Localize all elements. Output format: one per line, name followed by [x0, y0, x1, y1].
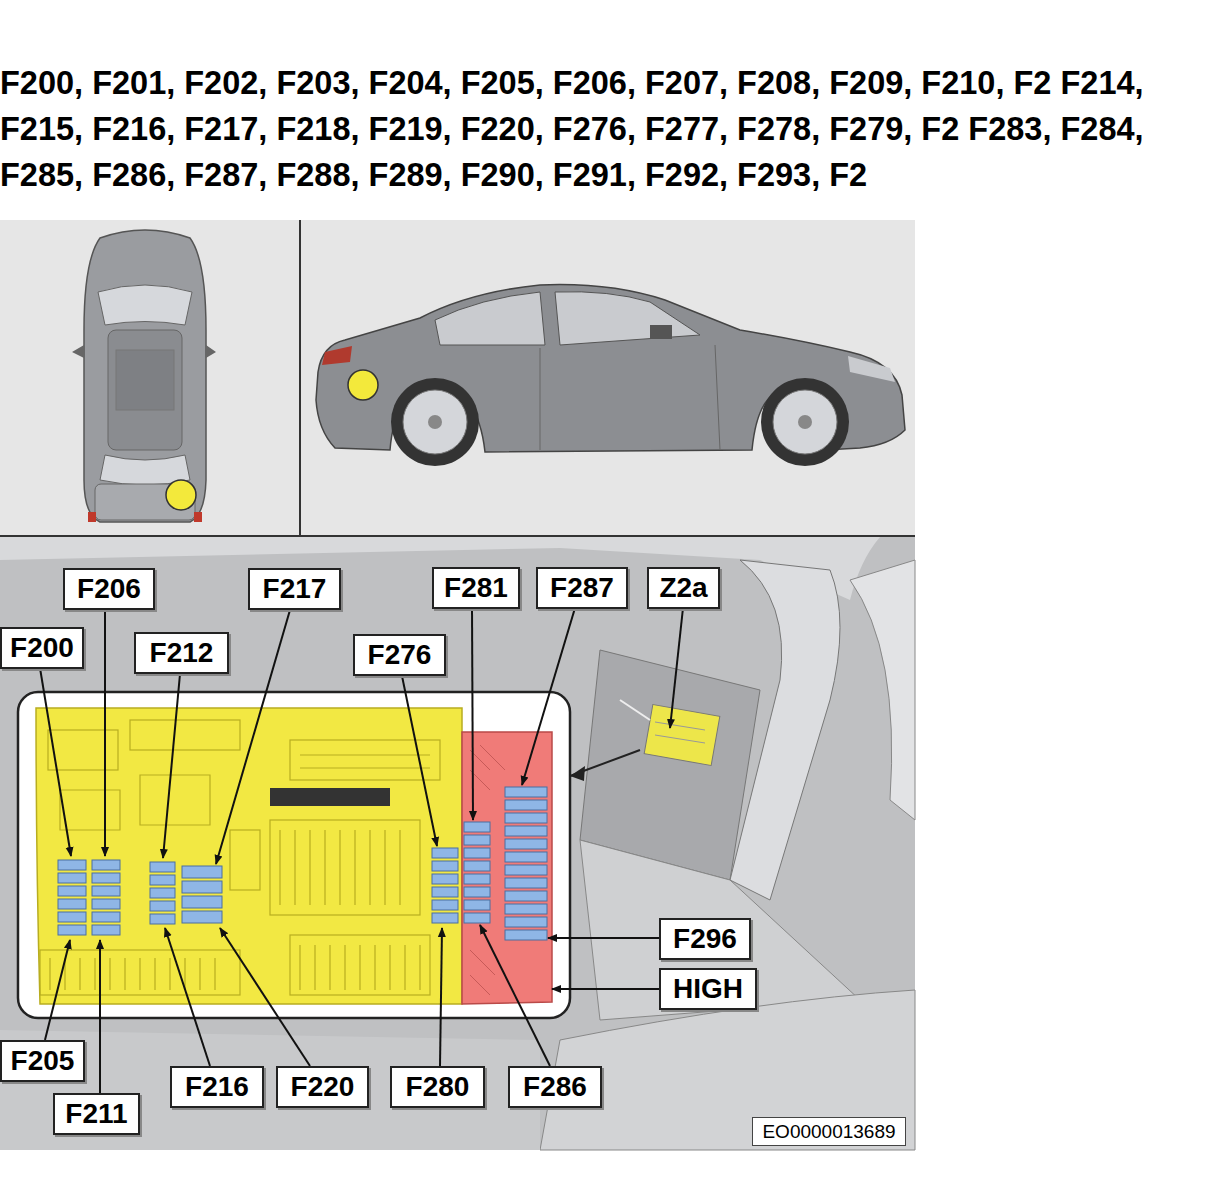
- panel-divider: [299, 220, 301, 535]
- callout-number: F280: [406, 1071, 470, 1103]
- leader-lines: [40, 608, 683, 1093]
- callout-box: F212: [134, 632, 229, 674]
- callout-number: F286: [523, 1071, 587, 1103]
- callout-box: Z2a: [647, 567, 720, 609]
- callout-box: F211: [53, 1093, 140, 1135]
- location-marker: [348, 370, 378, 400]
- callout-box: F200: [0, 627, 84, 669]
- trunk-interior: [0, 537, 915, 1150]
- document-code: EO0000013689: [762, 1121, 895, 1143]
- callout-number: F287: [550, 572, 614, 604]
- callout-number: F276: [368, 639, 432, 671]
- heading: F200, F201, F202, F203, F204, F205, F206…: [0, 60, 1206, 198]
- panel-top-view: [0, 220, 300, 535]
- callout-number: F296: [673, 923, 737, 955]
- high-fuse-carrier: [462, 732, 552, 1004]
- callout-number: F281: [444, 572, 508, 604]
- callout-number: F200: [10, 632, 74, 664]
- callout-number: F216: [185, 1071, 249, 1103]
- car-side-view: [316, 285, 905, 466]
- callout-box: F281: [432, 567, 520, 609]
- car-top-view: [72, 230, 216, 522]
- panel-side-view: [301, 220, 915, 535]
- callout-number: F205: [11, 1045, 75, 1077]
- callout-box: F286: [508, 1066, 602, 1108]
- callout-box: F276: [353, 634, 446, 676]
- panel-divider: [0, 535, 915, 537]
- callout-box: F280: [390, 1066, 485, 1108]
- callout-number: HIGH: [673, 973, 743, 1005]
- callout-number: F211: [65, 1098, 127, 1130]
- document-code-box: EO0000013689: [752, 1117, 906, 1146]
- callout-box: F296: [659, 918, 751, 960]
- callout-number: Z2a: [659, 572, 707, 604]
- callout-number: F206: [77, 573, 141, 605]
- callout-number: F217: [263, 573, 327, 605]
- callout-number: F220: [291, 1071, 355, 1103]
- callout-box: F217: [248, 568, 341, 610]
- callout-number: F212: [150, 637, 214, 669]
- callout-box: HIGH: [659, 968, 757, 1010]
- callout-box: F220: [276, 1066, 369, 1108]
- callout-box: F205: [0, 1040, 85, 1082]
- callout-box: F216: [170, 1066, 264, 1108]
- callout-box: F206: [63, 568, 155, 610]
- location-marker: [166, 480, 196, 510]
- callout-box: F287: [536, 567, 628, 609]
